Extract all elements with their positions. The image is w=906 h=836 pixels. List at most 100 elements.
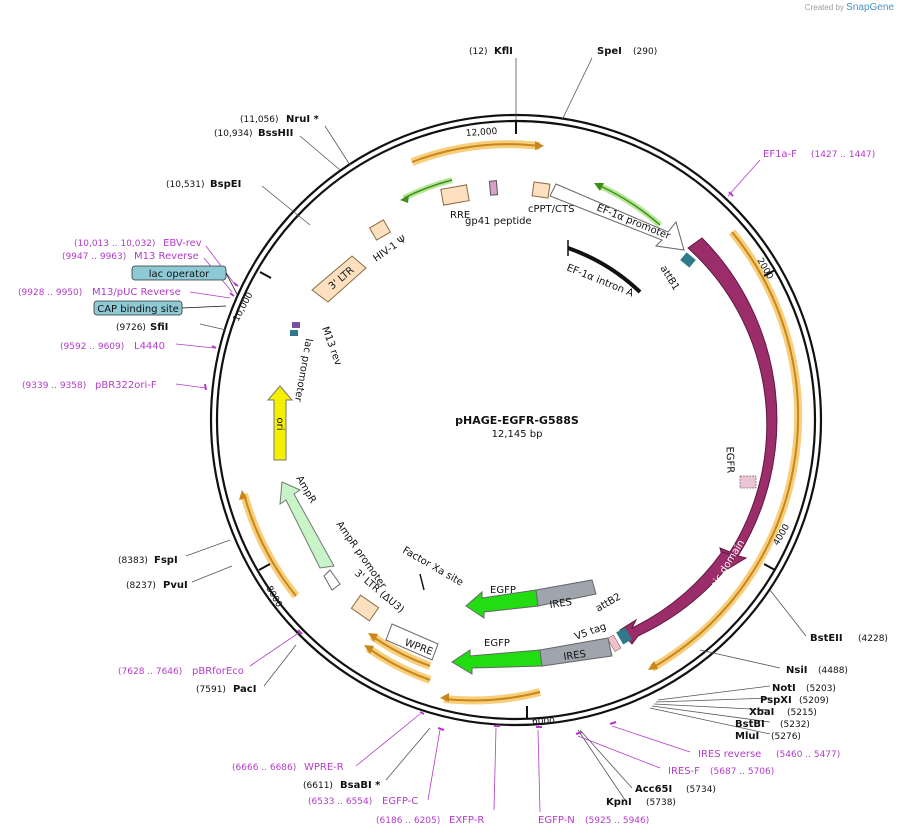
tick-label-10000: 10,000 <box>232 291 256 324</box>
primer-range-m13-reverse: (9947 .. 9963) <box>62 252 126 262</box>
lac-operator-label: lac operator <box>149 269 210 280</box>
label-attb1: attB1 <box>657 264 681 293</box>
enzyme-pos-bsteii: (4228) <box>858 634 888 644</box>
primer-range-ef1a-f: (1427 .. 1447) <box>811 150 875 160</box>
watermark-prefix: Created by <box>804 3 844 12</box>
enzyme-mlui: MluI <box>735 731 759 742</box>
egfp-feature-1 <box>465 589 539 619</box>
primer-range-ebv-rev: (10,013 .. 10,032) <box>74 239 155 249</box>
primer-m13-puc: M13/pUC Reverse <box>92 287 181 298</box>
enzyme-pos-acc65i: (5734) <box>686 785 716 795</box>
enzyme-pos-kpni: (5738) <box>646 798 676 808</box>
primer-range-egfp-n: (5925 .. 5946) <box>585 816 649 826</box>
primer-exfp-r: EXFP-R <box>449 815 484 826</box>
primer-egfp-n: EGFP-N <box>538 815 575 826</box>
enzyme-sfii: SfiI <box>150 322 168 333</box>
enzyme-bsteii: BstEII <box>810 633 843 644</box>
primer-range-egfp-c: (6533 .. 6554) <box>308 797 372 807</box>
enzyme-bspei: BspEI <box>210 179 241 190</box>
egfp-feature-2 <box>451 649 543 675</box>
enzyme-pspxi: PspXI <box>760 695 792 706</box>
enzyme-pos-nrui: (11,056) <box>240 115 279 125</box>
enzyme-pos-paci: (7591) <box>196 685 226 695</box>
primer-pbr322ori: pBR322ori-F <box>95 380 157 391</box>
watermark: Created by SnapGene <box>805 2 894 13</box>
primer-ef1a-f: EF1a-F <box>763 149 797 160</box>
primer-wpre-r: WPRE-R <box>304 762 344 773</box>
primer-ticks <box>204 191 734 735</box>
primer-range-m13-puc: (9928 .. 9950) <box>18 288 82 298</box>
enzyme-pos-spei: (290) <box>633 47 657 57</box>
enzyme-pos-fspi: (8383) <box>118 556 148 566</box>
enzyme-pos-bspei: (10,531) <box>166 180 205 190</box>
enzyme-pos-pspxi: (5209) <box>799 696 829 706</box>
primer-ebv-rev: EBV-rev <box>163 238 202 249</box>
enzyme-spei: SpeI <box>597 46 622 57</box>
label-extracellular-domain: extracellular domain <box>728 338 757 442</box>
gp41-block <box>488 180 499 196</box>
enzyme-pos-bstbi: (5232) <box>780 720 810 730</box>
enzyme-bstbi: BstBI <box>735 719 765 730</box>
label-attb2: attB2 <box>594 591 623 614</box>
ef1a-intron-arc <box>567 246 642 294</box>
label-factor-xa: Factor Xa site <box>401 545 465 589</box>
label-lac-promoter: lac promoter <box>292 337 314 403</box>
ires-feature-1 <box>535 579 597 607</box>
primer-range-ires-reverse: (5460 .. 5477) <box>776 750 840 760</box>
factor-xa-mark <box>419 573 425 591</box>
enzyme-bsshii: BssHII <box>258 128 293 139</box>
primer-ires-reverse: IRES reverse <box>698 749 761 760</box>
label-ori: ori <box>274 417 285 430</box>
enzyme-pos-sfii: (9726) <box>116 323 146 333</box>
label-m13-rev: M13 rev <box>319 325 343 367</box>
label-egfp-2: EGFP <box>484 638 510 649</box>
snapgene-logo: SnapGene <box>846 2 894 13</box>
ampr-promoter-feature <box>323 569 341 591</box>
enzyme-xbai: XbaI <box>749 707 774 718</box>
enzyme-leaders <box>185 57 807 801</box>
rre-block <box>440 184 470 206</box>
egfr-feature <box>607 237 778 652</box>
primer-range-wpre-r: (6666 .. 6686) <box>232 763 296 773</box>
primer-range-exfp-r: (6186 .. 6205) <box>376 816 440 826</box>
label-egfp-1: EGFP <box>490 585 516 596</box>
primer-l4440: L4440 <box>134 341 165 352</box>
wpre-feature <box>385 623 439 661</box>
label-gp41: gp41 peptide <box>465 216 532 227</box>
enzyme-pos-xbai: (5215) <box>787 708 817 718</box>
cppt-block <box>531 181 551 199</box>
primer-range-pbrforeco: (7628 .. 7646) <box>118 667 182 677</box>
tick-label-12000: 12,000 <box>466 127 498 139</box>
primer-range-ires-f: (5687 .. 5706) <box>710 767 774 777</box>
primer-range-pbr322ori: (9339 .. 9358) <box>22 381 86 391</box>
orf-arcs <box>239 140 803 705</box>
enzyme-nsii: NsiI <box>786 665 807 676</box>
ires-feature-2 <box>539 637 613 667</box>
label-egfr: EGFR <box>724 446 736 473</box>
enzyme-fspi: FspI <box>154 555 178 566</box>
label-cppt: cPPT/CTS <box>528 204 574 215</box>
label-ires-1: IRES <box>549 597 573 611</box>
enzyme-pos-bsshii: (10,934) <box>214 129 253 139</box>
tick-label-6000: 6000 <box>532 717 555 727</box>
lac-operator-box: lac operator <box>131 265 227 281</box>
enzyme-pos-bsabi: (6611) <box>303 781 333 791</box>
enzyme-noti: NotI <box>772 683 796 694</box>
enzyme-pos-pvui: (8237) <box>126 581 156 591</box>
primer-range-l4440: (9592 .. 9609) <box>60 342 124 352</box>
primer-pbrforeco: pBRforEco <box>192 666 244 677</box>
cap-binding-box: CAP binding site <box>93 300 183 316</box>
ef1a-promoter-feature <box>549 183 685 251</box>
enzyme-bsabi: BsaBI * <box>340 780 381 791</box>
enzyme-kpni: KpnI <box>606 797 632 808</box>
plasmid-name: pHAGE-EGFR-G588S <box>455 414 579 427</box>
primer-labels: EF1a-F (1427 .. 1447) (10,013 .. 10,032)… <box>18 149 875 826</box>
enzyme-nrui: NruI * <box>286 114 320 125</box>
ltr3-du3-block <box>350 594 380 622</box>
primer-leaders <box>175 159 761 813</box>
enzyme-pvui: PvuI <box>163 580 188 591</box>
m13-marker <box>292 322 300 328</box>
label-rre: RRE <box>450 210 470 221</box>
enzyme-labels: (12) KflI SpeI (290) (11,056) NruI * (10… <box>116 46 888 808</box>
